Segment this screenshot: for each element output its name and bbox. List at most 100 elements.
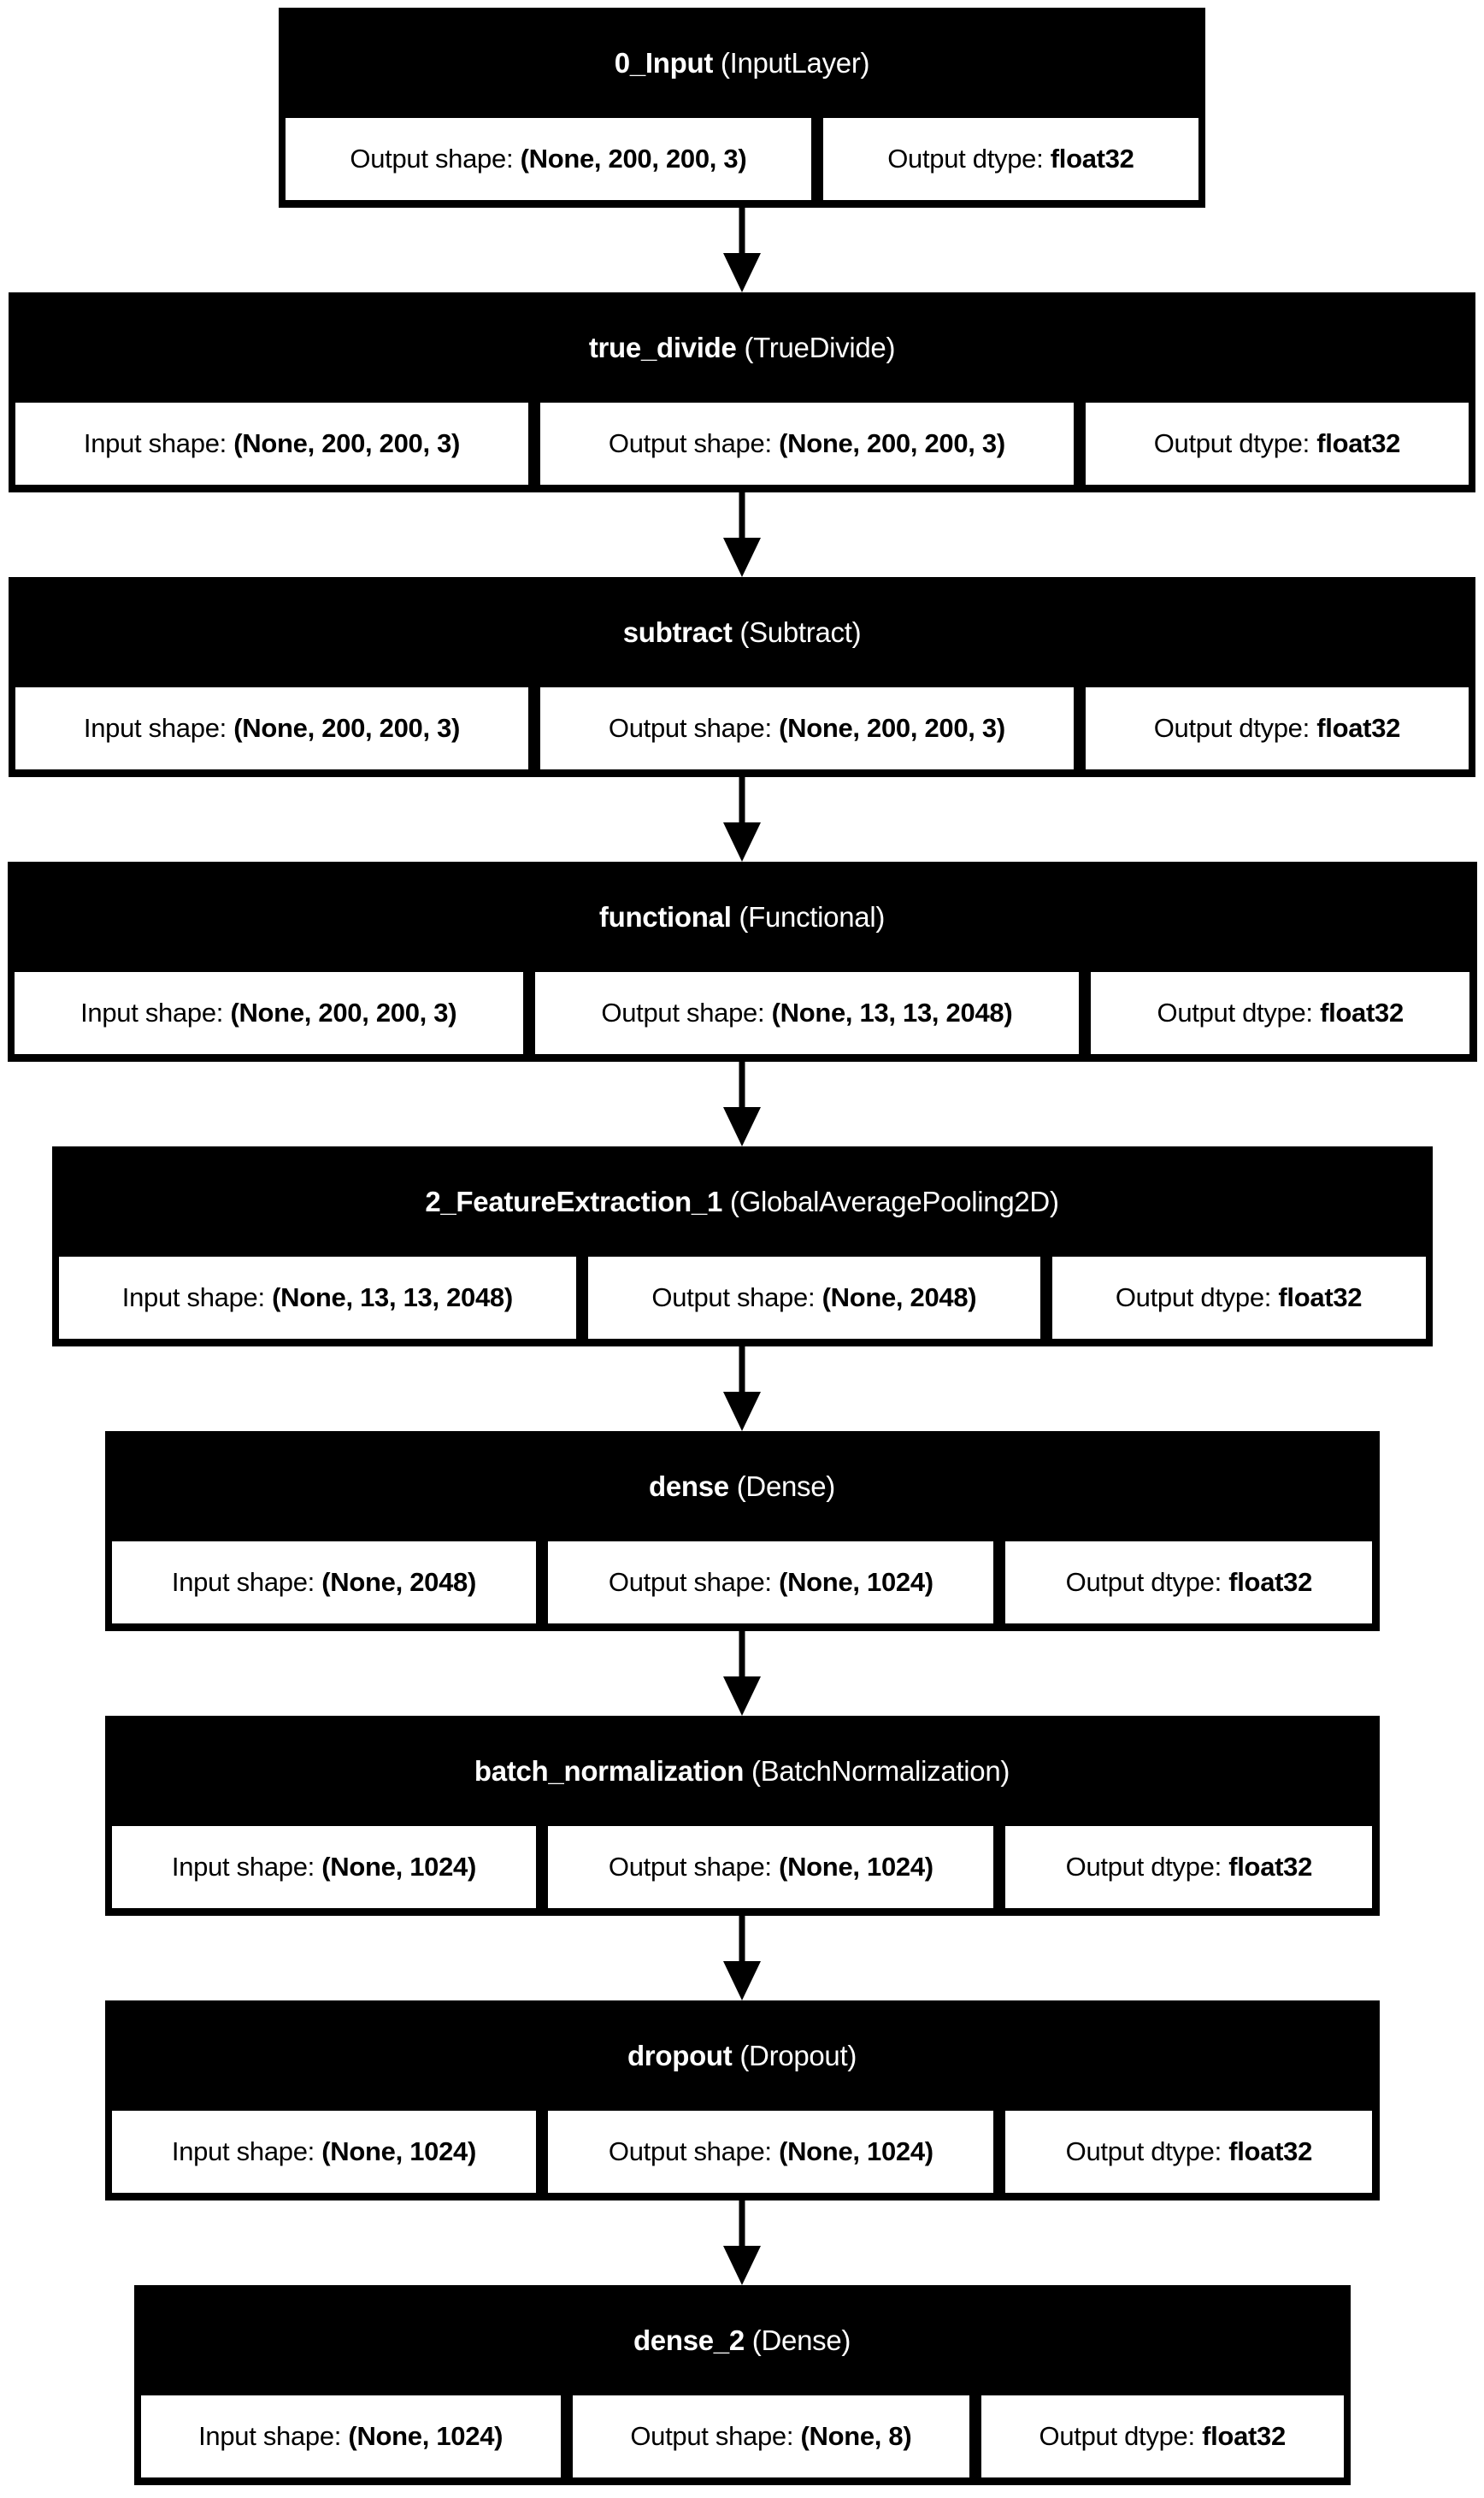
layer-name: dropout <box>627 2039 733 2071</box>
cell-value: (None, 13, 13, 2048) <box>771 998 1013 1028</box>
cell-value: float32 <box>1320 998 1404 1028</box>
cell-label: Output dtype: <box>1065 2136 1229 2166</box>
arrow-down-icon <box>723 1631 761 1716</box>
cell-value: (None, 1024) <box>779 1567 933 1597</box>
cell-value: (None, 200, 200, 3) <box>520 144 747 174</box>
layer-name: dense <box>648 1470 729 1502</box>
cell-value: float32 <box>1316 713 1401 743</box>
layer-type: (BatchNormalization) <box>744 1754 1010 1787</box>
arrow-down-icon <box>723 208 761 292</box>
cell-value: (None, 1024) <box>348 2421 504 2451</box>
arrow-down-icon <box>723 777 761 862</box>
layer-cells: Input shape: (None, 200, 200, 3) Output … <box>14 972 1470 1054</box>
layer-name: batch_normalization <box>474 1754 745 1787</box>
cell-value: float32 <box>1228 2136 1313 2166</box>
cell-label: Output shape: <box>608 2136 780 2166</box>
cell-value: (None, 13, 13, 2048) <box>272 1282 513 1312</box>
layer-node-dropout: dropout (Dropout) Input shape: (None, 10… <box>104 2000 1380 2200</box>
layer-cells: Input shape: (None, 200, 200, 3) Output … <box>15 403 1469 485</box>
cell-label: Input shape: <box>171 1852 322 1882</box>
connector-arrow <box>721 208 763 292</box>
input-shape-cell: Input shape: (None, 1024) <box>111 1826 537 1908</box>
cell-value: float32 <box>1316 428 1401 458</box>
output-shape-cell: Output shape: (None, 8) <box>572 2395 969 2477</box>
input-shape-cell: Input shape: (None, 1024) <box>140 2395 561 2477</box>
cell-value: (None, 1024) <box>321 2136 477 2166</box>
output-shape-cell: Output shape: (None, 13, 13, 2048) <box>534 972 1079 1054</box>
cell-value: (None, 1024) <box>321 1852 477 1882</box>
input-shape-cell: Input shape: (None, 200, 200, 3) <box>14 972 523 1054</box>
cell-label: Output shape: <box>601 998 772 1028</box>
layer-type: (GlobalAveragePooling2D) <box>722 1185 1059 1217</box>
layer-node-input: 0_Input (InputLayer) Output shape: (None… <box>279 8 1205 208</box>
arrow-down-icon <box>723 1062 761 1146</box>
output-dtype-cell: Output dtype: float32 <box>1005 2111 1373 2193</box>
cell-value: (None, 2048) <box>321 1567 477 1597</box>
cell-label: Output dtype: <box>1039 2421 1203 2451</box>
output-dtype-cell: Output dtype: float32 <box>1005 1541 1373 1623</box>
cell-label: Input shape: <box>171 1567 322 1597</box>
layer-cells: Output shape: (None, 200, 200, 3) Output… <box>286 118 1199 200</box>
layer-title: batch_normalization (BatchNormalization) <box>105 1716 1380 1826</box>
cell-value: (None, 200, 200, 3) <box>779 428 1005 458</box>
layer-node-batch-normalization: batch_normalization (BatchNormalization)… <box>104 1716 1380 1916</box>
cell-label: Output dtype: <box>1153 713 1317 743</box>
layer-cells: Input shape: (None, 1024) Output shape: … <box>140 2395 1344 2477</box>
cell-value: (None, 200, 200, 3) <box>233 428 461 458</box>
input-shape-cell: Input shape: (None, 200, 200, 3) <box>15 687 528 769</box>
connector-arrow <box>721 1062 763 1146</box>
layer-title: functional (Functional) <box>8 862 1477 972</box>
layer-node-subtract: subtract (Subtract) Input shape: (None, … <box>9 577 1475 777</box>
connector-arrow <box>721 1916 763 2000</box>
cell-label: Output dtype: <box>1157 998 1321 1028</box>
output-shape-cell: Output shape: (None, 200, 200, 3) <box>540 403 1074 485</box>
layer-type: (Dense) <box>744 2324 851 2356</box>
cell-value: (None, 1024) <box>779 2136 933 2166</box>
cell-value: float32 <box>1202 2421 1286 2451</box>
layer-type: (TrueDivide) <box>736 331 896 363</box>
cell-label: Output shape: <box>608 713 780 743</box>
layer-name: 0_Input <box>614 46 714 79</box>
connector-arrow <box>721 1631 763 1716</box>
cell-label: Output dtype: <box>1153 428 1317 458</box>
cell-label: Output shape: <box>608 428 780 458</box>
cell-value: (None, 8) <box>800 2421 912 2451</box>
layer-cells: Input shape: (None, 2048) Output shape: … <box>111 1541 1373 1623</box>
cell-value: (None, 200, 200, 3) <box>230 998 457 1028</box>
layer-node-dense-2: dense_2 (Dense) Input shape: (None, 1024… <box>133 2285 1351 2485</box>
cell-value: float32 <box>1050 144 1134 174</box>
cell-value: float32 <box>1228 1567 1313 1597</box>
input-shape-cell: Input shape: (None, 1024) <box>111 2111 537 2193</box>
layer-name: subtract <box>622 616 733 648</box>
output-dtype-cell: Output dtype: float32 <box>822 118 1199 200</box>
layer-node-true-divide: true_divide (TrueDivide) Input shape: (N… <box>9 292 1475 492</box>
cell-value: (None, 200, 200, 3) <box>233 713 461 743</box>
cell-label: Output dtype: <box>887 144 1051 174</box>
cell-label: Output shape: <box>608 1852 780 1882</box>
cell-value: (None, 2048) <box>822 1282 977 1312</box>
output-shape-cell: Output shape: (None, 1024) <box>548 2111 994 2193</box>
layer-type: (Dropout) <box>732 2039 857 2071</box>
cell-label: Input shape: <box>83 713 234 743</box>
cell-label: Output dtype: <box>1065 1567 1229 1597</box>
layer-title: dropout (Dropout) <box>105 2000 1380 2111</box>
layer-name: 2_FeatureExtraction_1 <box>425 1185 723 1217</box>
input-shape-cell: Input shape: (None, 200, 200, 3) <box>15 403 528 485</box>
layer-title: true_divide (TrueDivide) <box>9 292 1475 403</box>
layer-cells: Input shape: (None, 200, 200, 3) Output … <box>15 687 1469 769</box>
cell-label: Output dtype: <box>1115 1282 1279 1312</box>
cell-value: (None, 1024) <box>779 1852 933 1882</box>
layer-title: 0_Input (InputLayer) <box>279 8 1205 118</box>
output-dtype-cell: Output dtype: float32 <box>980 2395 1344 2477</box>
output-shape-cell: Output shape: (None, 1024) <box>548 1826 994 1908</box>
cell-value: float32 <box>1228 1852 1313 1882</box>
input-shape-cell: Input shape: (None, 13, 13, 2048) <box>58 1257 577 1339</box>
cell-label: Input shape: <box>121 1282 273 1312</box>
output-shape-cell: Output shape: (None, 200, 200, 3) <box>286 118 811 200</box>
layer-cells: Input shape: (None, 1024) Output shape: … <box>111 2111 1373 2193</box>
cell-value: float32 <box>1278 1282 1363 1312</box>
layer-name: functional <box>598 900 732 933</box>
cell-label: Output shape: <box>608 1567 780 1597</box>
output-dtype-cell: Output dtype: float32 <box>1005 1826 1373 1908</box>
cell-label: Output dtype: <box>1065 1852 1229 1882</box>
